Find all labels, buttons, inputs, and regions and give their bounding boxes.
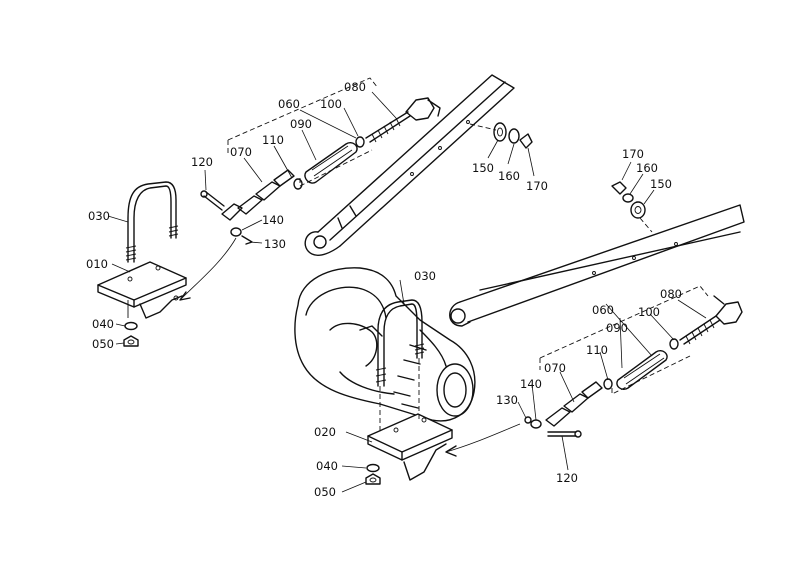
- right-nut-washer: [365, 463, 381, 485]
- callout-160-right: 160: [636, 161, 658, 175]
- callout-020: 020: [314, 425, 336, 439]
- right-lower-link-arm: [449, 204, 745, 327]
- callout-030-right: 030: [414, 269, 436, 283]
- callout-170-top: 170: [526, 179, 548, 193]
- left-check-chain: [179, 77, 441, 301]
- callout-060-left: 060: [278, 97, 300, 111]
- callout-090-right: 090: [606, 321, 628, 335]
- callout-050-right: 050: [314, 485, 336, 499]
- right-washer-stack: [611, 181, 653, 233]
- left-lower-link-arm: [304, 74, 515, 256]
- left-bracket: [97, 261, 187, 319]
- callout-labels: 030 010 040 050 120 070 110 090 060 100 …: [86, 80, 682, 499]
- right-check-chain: [445, 285, 743, 457]
- callout-110-left: 110: [262, 133, 284, 147]
- callout-100-right: 100: [638, 305, 660, 319]
- callout-030-left: 030: [88, 209, 110, 223]
- callout-040-left: 040: [92, 317, 114, 331]
- callout-060-right: 060: [592, 303, 614, 317]
- upper-washer-stack: [469, 122, 533, 149]
- callout-070-right: 070: [544, 361, 566, 375]
- callout-050-left: 050: [92, 337, 114, 351]
- callout-100-left: 100: [320, 97, 342, 111]
- callout-130-left: 130: [264, 237, 286, 251]
- callout-140-right: 140: [520, 377, 542, 391]
- left-nut-washer: [123, 321, 139, 347]
- right-bracket: [367, 358, 453, 481]
- callout-010: 010: [86, 257, 108, 271]
- callout-160-top: 160: [498, 169, 520, 183]
- callout-080-right: 080: [660, 287, 682, 301]
- callout-120-left: 120: [191, 155, 213, 169]
- callout-140-left: 140: [262, 213, 284, 227]
- callout-150-top: 150: [472, 161, 494, 175]
- callout-080-left: 080: [344, 80, 366, 94]
- callout-130-right: 130: [496, 393, 518, 407]
- callout-070-left: 070: [230, 145, 252, 159]
- callout-090-left: 090: [290, 117, 312, 131]
- callout-150-right: 150: [650, 177, 672, 191]
- leader-lines: [107, 91, 707, 493]
- callout-170-right: 170: [622, 147, 644, 161]
- left-u-bolt: [125, 181, 179, 263]
- callout-110-right: 110: [586, 343, 608, 357]
- right-u-bolt: [375, 299, 425, 387]
- axle-housing: [294, 267, 476, 422]
- callout-120-right: 120: [556, 471, 578, 485]
- callout-040-right: 040: [316, 459, 338, 473]
